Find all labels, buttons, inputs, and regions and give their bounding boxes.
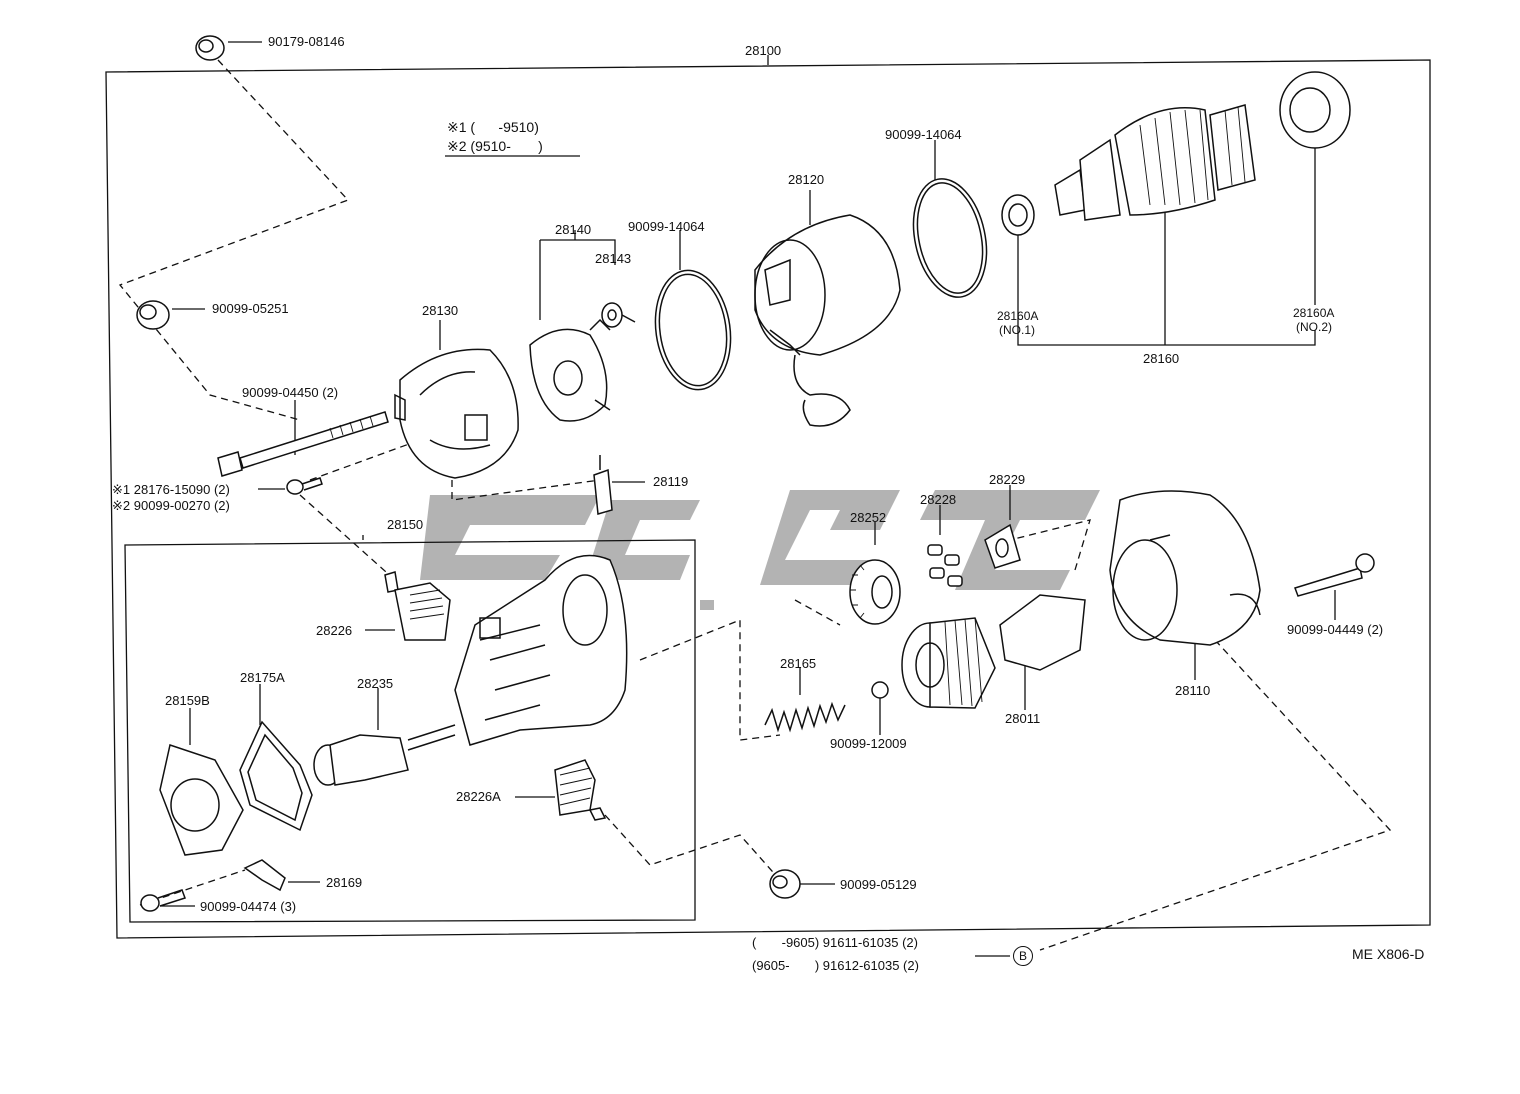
part-28143	[601, 302, 636, 328]
part-28235-plunger	[313, 724, 456, 786]
label-28130: 28130	[422, 303, 459, 318]
part-28119	[593, 455, 613, 515]
label-90099-04449: 90099-04449 (2)	[1287, 622, 1384, 637]
part-clutch-28011	[901, 594, 1086, 709]
part-bolt-90099-04449	[1294, 553, 1375, 597]
part-28169-clip	[243, 859, 286, 892]
part-28228	[927, 544, 963, 587]
part-housing-28150	[454, 554, 628, 746]
label-90099-12009: 90099-12009	[830, 736, 907, 751]
part-yoke-28120	[754, 214, 901, 427]
part-brush-holder-28140	[529, 318, 611, 422]
label-91611-61035: ( -9605) 91611-61035 (2)	[752, 935, 918, 950]
label-90099-04450: 90099-04450 (2)	[242, 385, 339, 400]
part-ball-90099-12009	[871, 681, 889, 699]
label-28160A-no2-suffix: (NO.2)	[1296, 320, 1332, 334]
label-90179-08146: 90179-08146	[268, 34, 345, 49]
part-nut-90179	[195, 35, 225, 61]
part-28226	[384, 571, 451, 641]
part-28226A	[554, 759, 607, 821]
dashed-leaders	[118, 59, 1392, 951]
label-28140: 28140	[555, 222, 592, 237]
part-screw-28176	[286, 477, 323, 495]
note-1: ※1 ( -9510)	[447, 119, 539, 135]
leader-lines	[160, 41, 1336, 957]
label-28011: 28011	[1005, 711, 1041, 726]
label-28100: 28100	[745, 43, 782, 58]
part-28159B-cover	[159, 744, 244, 856]
label-28175A: 28175A	[240, 670, 285, 685]
label-28228: 28228	[920, 492, 957, 507]
part-28175A-gasket	[239, 720, 313, 832]
part-o-ring-a	[654, 269, 732, 391]
label-28160A-no2: 28160A	[1293, 306, 1335, 320]
note-2: ※2 (9510- )	[447, 138, 543, 154]
label-90099-04474: 90099-04474 (3)	[200, 899, 297, 914]
part-bearing-no1	[1001, 194, 1035, 236]
part-housing-28110	[1109, 490, 1261, 646]
label-28169: 28169	[326, 875, 363, 890]
label-28120: 28120	[788, 172, 825, 187]
label-90099-14064-a: 90099-14064	[628, 219, 705, 234]
part-gear-28252	[849, 559, 901, 625]
part-bearing-no2	[1279, 71, 1351, 149]
label-28119: 28119	[653, 474, 689, 489]
label-28235: 28235	[357, 676, 394, 691]
label-28229: 28229	[989, 472, 1026, 487]
label-28226: 28226	[316, 623, 353, 638]
part-end-frame-28130	[394, 348, 519, 479]
reference-circle-b: B	[1013, 946, 1033, 966]
label-90099-05251: 90099-05251	[212, 301, 289, 316]
label-90099-14064-b: 90099-14064	[885, 127, 962, 142]
label-28176-15090: ※1 28176-15090 (2)	[112, 482, 230, 497]
label-28143: 28143	[595, 251, 632, 266]
label-91612-61035: (9605- ) 91612-61035 (2)	[752, 958, 919, 973]
part-bolt-90099-04450	[217, 411, 389, 477]
label-28160A-no1: 28160A	[997, 309, 1039, 323]
label-28165: 28165	[780, 656, 817, 671]
label-28150: 28150	[387, 517, 424, 532]
part-grommet-90099-05251	[136, 300, 170, 330]
label-28160: 28160	[1143, 351, 1180, 366]
assembly-frame-28100	[105, 55, 1431, 939]
part-nut-90099-05129	[769, 869, 801, 899]
part-armature-28160	[1054, 104, 1256, 221]
part-bolt-90099-04474	[140, 889, 186, 912]
label-28252: 28252	[850, 510, 887, 525]
label-28226A: 28226A	[456, 789, 501, 804]
label-28160A-no1-suffix: (NO.1)	[999, 323, 1035, 337]
drawing-reference-code: ME X806-D	[1352, 946, 1425, 962]
label-28159B: 28159B	[165, 693, 210, 708]
label-90099-00270: ※2 90099-00270 (2)	[112, 498, 230, 513]
label-28110: 28110	[1175, 683, 1211, 698]
label-90099-05129: 90099-05129	[840, 877, 917, 892]
part-28229	[984, 523, 1021, 569]
part-spring-28165	[764, 701, 846, 733]
part-o-ring-b	[912, 178, 988, 298]
